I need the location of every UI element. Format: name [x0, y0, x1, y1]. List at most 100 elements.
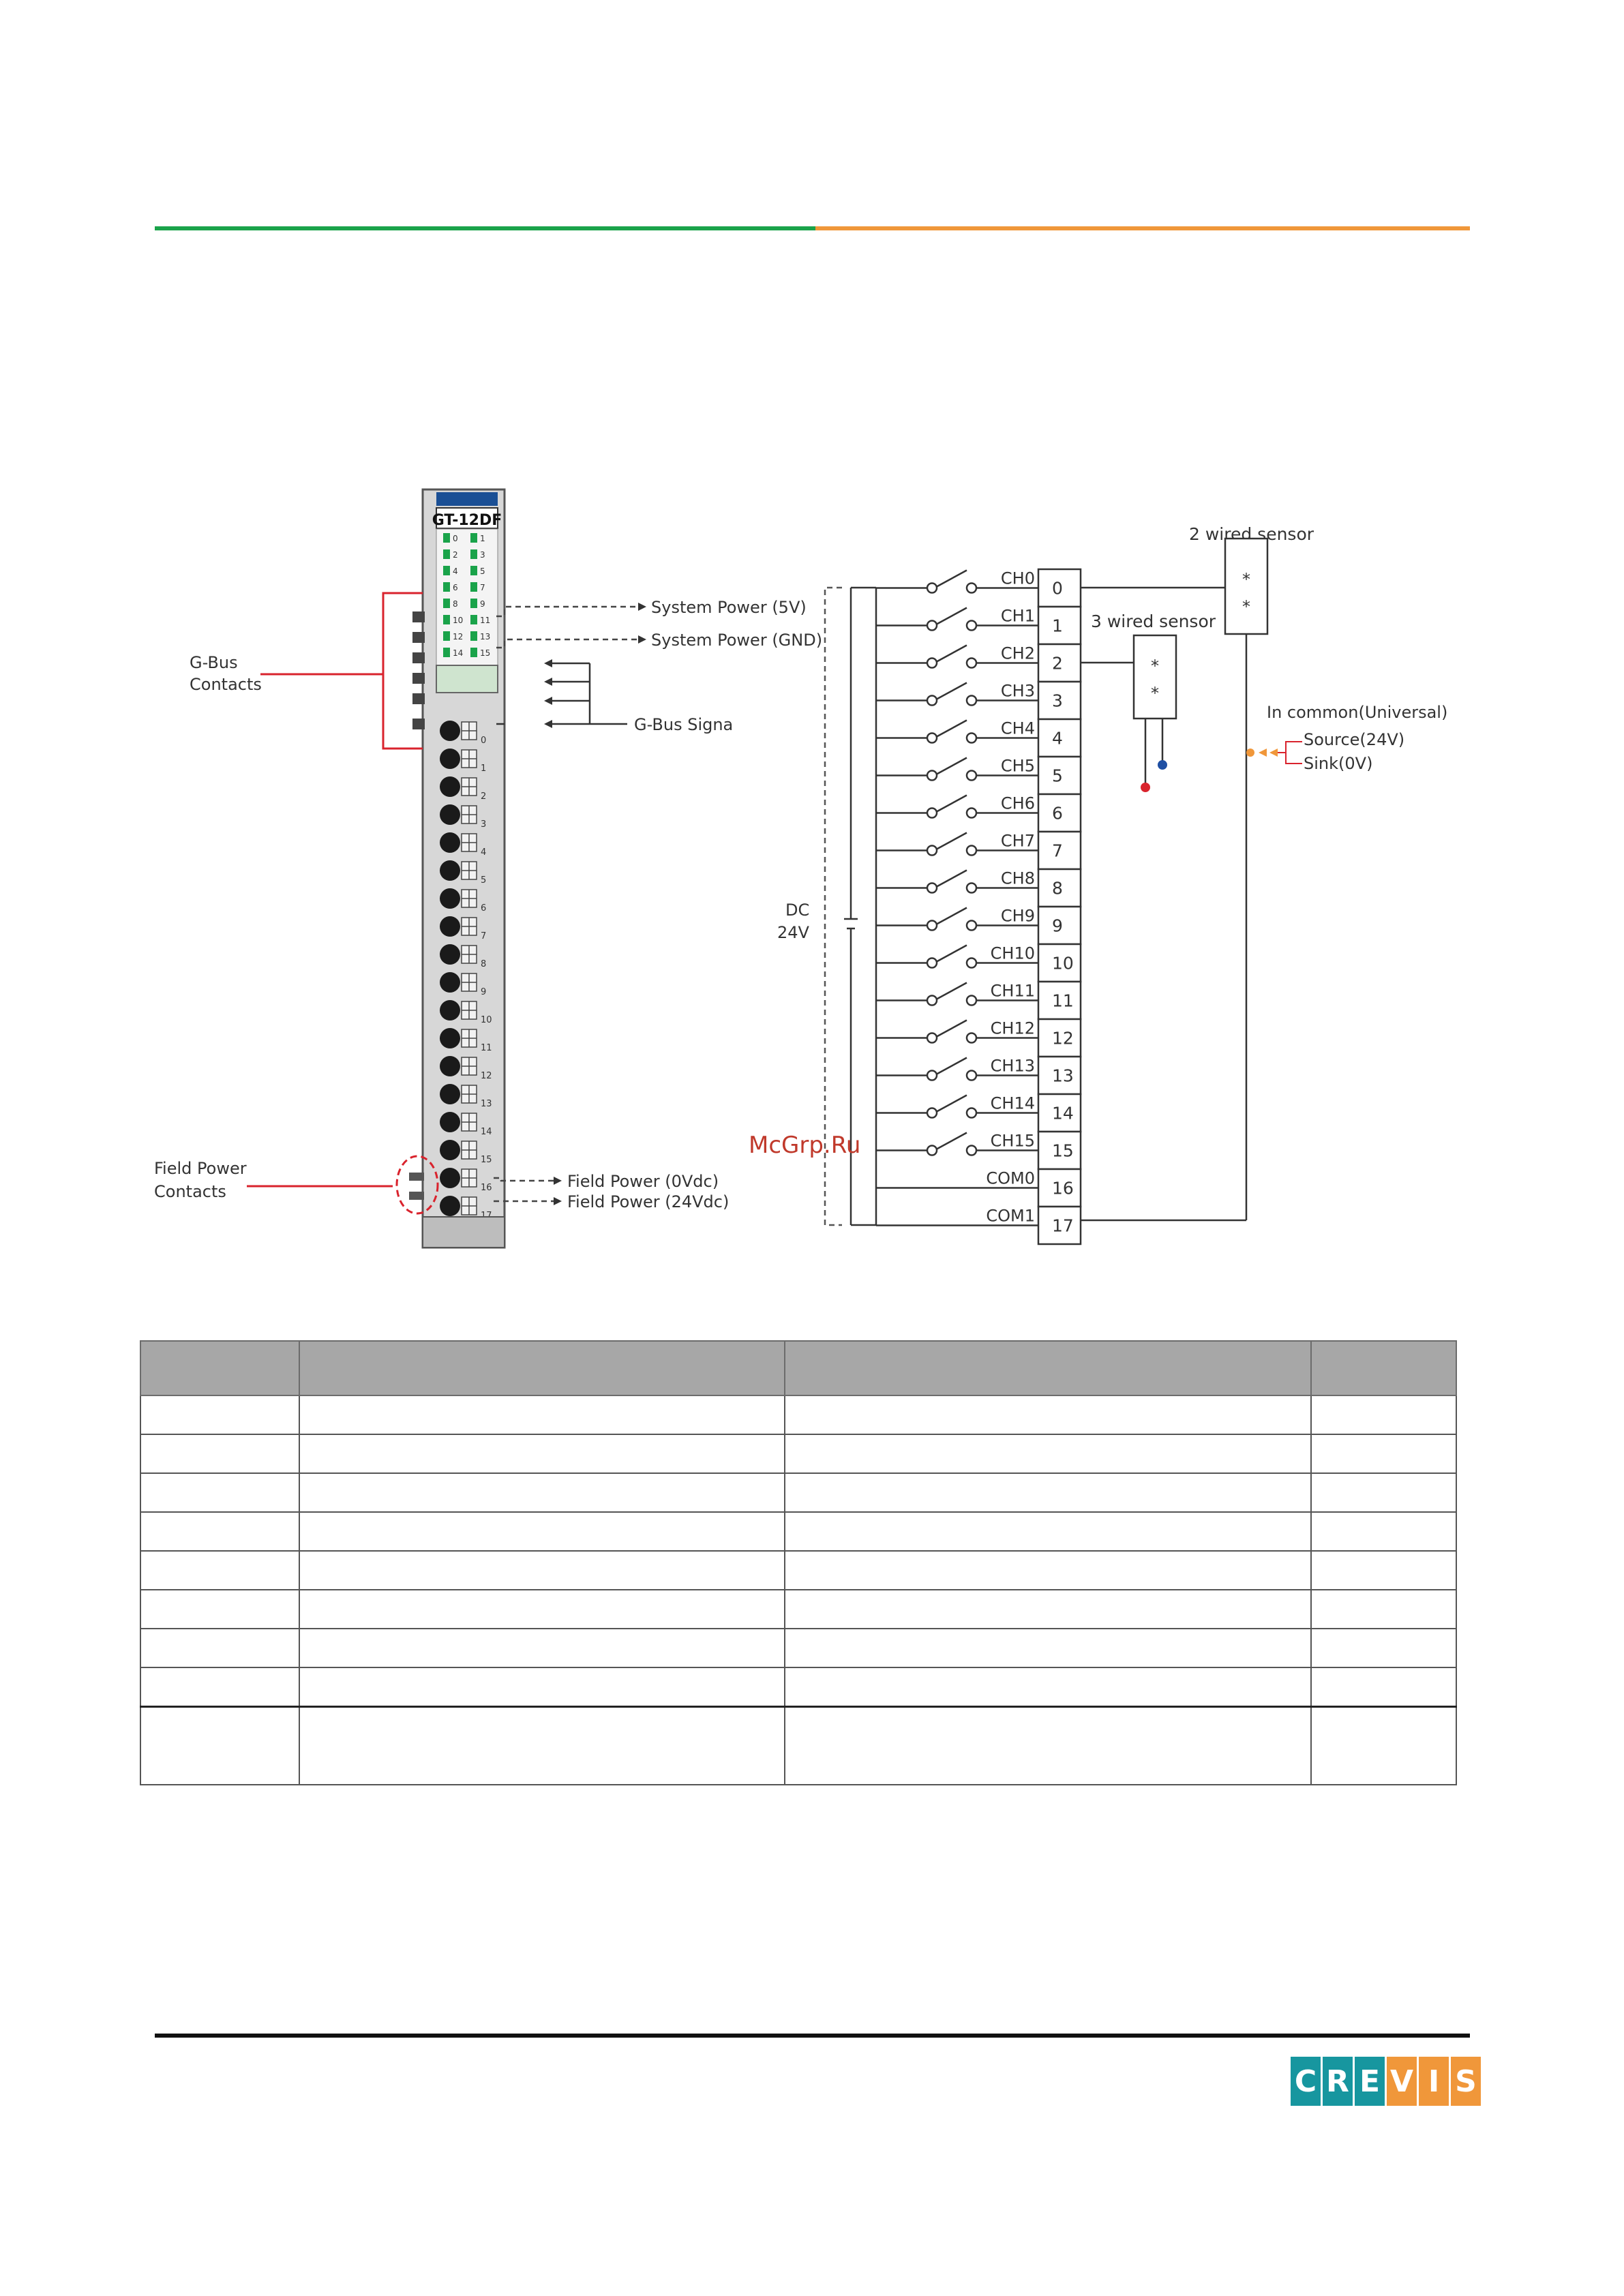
channel-label: CH9 — [1001, 907, 1035, 926]
table-cell — [140, 1590, 300, 1629]
led-label: 6 — [453, 583, 458, 592]
terminal-screw — [440, 1112, 460, 1132]
switch-contact — [926, 657, 938, 669]
table-cell — [784, 1590, 1312, 1629]
gbus-contact-pin — [412, 632, 425, 643]
switch-contact — [926, 845, 938, 856]
module-model-label: GT-12DF — [432, 512, 502, 529]
terminal-cell-number: 2 — [1052, 654, 1063, 674]
terminal-number: 4 — [481, 847, 486, 858]
field-power-0v-label: Field Power (0Vdc) — [567, 1172, 719, 1191]
switch-contact — [965, 845, 978, 856]
blue-wire-end — [1158, 760, 1167, 770]
led-label: 11 — [480, 616, 490, 625]
terminal-number: 1 — [481, 764, 486, 774]
table-cell — [784, 1551, 1312, 1590]
switch-contact — [926, 695, 938, 706]
terminal-screw — [440, 776, 460, 797]
table-cell — [140, 1473, 300, 1513]
switch-contact — [926, 1107, 938, 1119]
terminal-screw — [440, 1084, 460, 1104]
table-cell — [140, 1706, 300, 1785]
switch-contact — [926, 1145, 938, 1156]
table-cell — [784, 1395, 1312, 1435]
channel-switches: CH0CH1CH2CH3CH4CH5CH6CH7CH8CH9CH10CH11CH… — [876, 569, 1038, 1226]
supply-label-24v: 24V — [777, 923, 810, 942]
terminal-number: 13 — [481, 1099, 492, 1109]
table-cell — [1310, 1629, 1457, 1668]
footer-rule — [155, 2034, 1470, 2038]
led-label: 12 — [453, 632, 463, 641]
table-row — [140, 1512, 1457, 1552]
table-cell — [140, 1434, 300, 1474]
channel-label: CH12 — [991, 1019, 1035, 1038]
terminal-number: 16 — [481, 1183, 492, 1193]
table-cell — [784, 1629, 1312, 1668]
terminal-number: 7 — [481, 931, 486, 941]
switch-lever — [936, 1019, 967, 1038]
switch-lever — [936, 944, 967, 963]
switch-contact — [965, 920, 978, 931]
header-rule-green — [155, 226, 815, 230]
table-cell — [140, 1395, 300, 1435]
terminal-cell-number: 5 — [1052, 766, 1063, 786]
table-cell — [784, 1667, 1312, 1708]
terminal-cell — [1037, 1205, 1082, 1245]
terminal-cell — [1037, 605, 1082, 646]
switch-contact — [965, 957, 978, 969]
terminal-cell-number: 16 — [1052, 1179, 1074, 1198]
table-header-cell — [140, 1340, 300, 1396]
table-cell — [298, 1512, 786, 1552]
switch-lever — [936, 794, 967, 813]
led-indicator — [443, 582, 450, 592]
table-row — [140, 1667, 1457, 1708]
terminal-cell-number: 0 — [1052, 579, 1063, 599]
switch-lever — [936, 607, 967, 625]
table-cell — [1310, 1434, 1457, 1474]
switch-contact — [926, 770, 938, 781]
terminal-screw — [440, 944, 460, 965]
field-power-contacts-label-1: Field Power — [154, 1159, 247, 1178]
terminal-screw — [440, 749, 460, 769]
led-indicator — [470, 648, 477, 657]
switch-contact — [965, 1145, 978, 1156]
field-power-callout: Field Power Contacts Field Power (0Vdc) … — [154, 1155, 729, 1215]
switch-contact — [965, 582, 978, 594]
led-indicator — [443, 631, 450, 641]
led-indicator — [443, 648, 450, 657]
gbus-signal-label: G-Bus Signa — [634, 715, 733, 734]
terminal-cell-number: 13 — [1052, 1066, 1074, 1086]
switch-contact — [926, 582, 938, 594]
switch-lever — [936, 1094, 967, 1113]
led-indicator — [443, 533, 450, 543]
switch-lever — [936, 644, 967, 663]
switch-contact — [926, 920, 938, 931]
table-row — [140, 1473, 1457, 1513]
table-header-cell — [1310, 1340, 1457, 1396]
switch-lever — [936, 1057, 967, 1075]
led-indicator — [443, 599, 450, 608]
common-note-label: In common(Universal) — [1267, 703, 1447, 722]
terminal-screw — [440, 1168, 460, 1188]
table-cell — [298, 1706, 786, 1785]
gbus-signal-callout: G-Bus Signa — [496, 659, 733, 734]
table-cell — [140, 1512, 300, 1552]
terminal-number: 5 — [481, 875, 486, 886]
terminal-number: 14 — [481, 1127, 492, 1137]
terminal-screw — [440, 860, 460, 881]
terminal-screw — [440, 804, 460, 825]
led-label: 8 — [453, 599, 458, 609]
channel-label: CH7 — [1001, 832, 1035, 851]
switch-lever — [936, 982, 967, 1000]
terminal-number: 3 — [481, 819, 486, 830]
switch-contact — [926, 807, 938, 819]
common-label: COM0 — [986, 1169, 1035, 1188]
terminal-screw — [440, 1000, 460, 1021]
terminal-cell — [1037, 1130, 1082, 1170]
terminal-screw — [440, 972, 460, 993]
channel-label: CH6 — [1001, 794, 1035, 813]
led-label: 2 — [453, 550, 458, 560]
led-indicator — [470, 549, 477, 559]
terminal-number: 15 — [481, 1155, 492, 1165]
switch-lever — [936, 1132, 967, 1150]
